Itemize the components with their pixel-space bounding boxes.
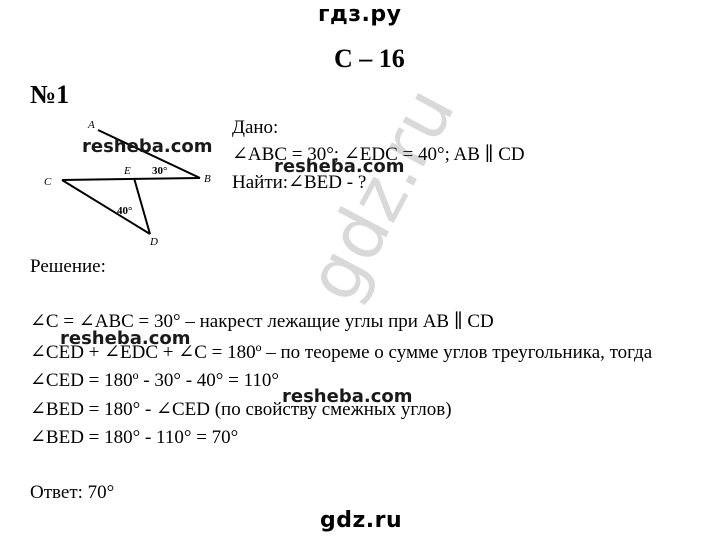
line-cb: [61, 177, 201, 181]
section-title: С – 16: [334, 44, 405, 73]
given-condition: ∠ABC = 30°; ∠EDC = 40°; AB ∥ CD: [232, 144, 525, 165]
line-ab: [97, 129, 201, 179]
line-cd: [61, 179, 151, 235]
solution-line-5: ∠BED = 180° - 110° = 70°: [30, 427, 239, 448]
solution-label: Решение:: [30, 256, 106, 277]
find-text: Найти:∠BED - ?: [232, 172, 367, 193]
line-ed: [133, 177, 151, 235]
geometry-figure: A B C D E 30° 40°: [44, 119, 211, 248]
angle-label-d: 40°: [117, 205, 132, 217]
point-label-b: B: [204, 173, 211, 185]
watermark-resheba: resheba.com: [60, 328, 191, 349]
watermark-resheba: resheba.com: [282, 386, 413, 407]
point-label-a: A: [87, 119, 95, 131]
point-label-d: D: [149, 236, 158, 248]
solution-line-3: ∠CED = 180º - 30° - 40° = 110°: [30, 370, 279, 391]
site-header: гдз.ру: [318, 2, 402, 27]
site-footer: gdz.ru: [320, 508, 403, 533]
answer-text: Ответ: 70°: [30, 482, 115, 503]
point-label-e: E: [123, 165, 131, 177]
task-number: №1: [30, 80, 70, 109]
angle-label-b: 30°: [152, 165, 167, 177]
solution-line-2: ∠CED + ∠EDC + ∠C = 180º – по теореме о с…: [30, 342, 653, 363]
watermark-gdz: gdz.ru: [290, 74, 471, 315]
watermark-resheba: resheba.com: [82, 136, 213, 157]
point-label-c: C: [44, 176, 52, 188]
watermark-resheba: resheba.com: [274, 156, 405, 177]
solution-line-1: ∠C = ∠ABC = 30° – накрест лежащие углы п…: [30, 311, 494, 332]
solution-line-4: ∠BED = 180° - ∠CED (по свойству смежных …: [30, 399, 452, 420]
given-label: Дано:: [232, 117, 279, 138]
